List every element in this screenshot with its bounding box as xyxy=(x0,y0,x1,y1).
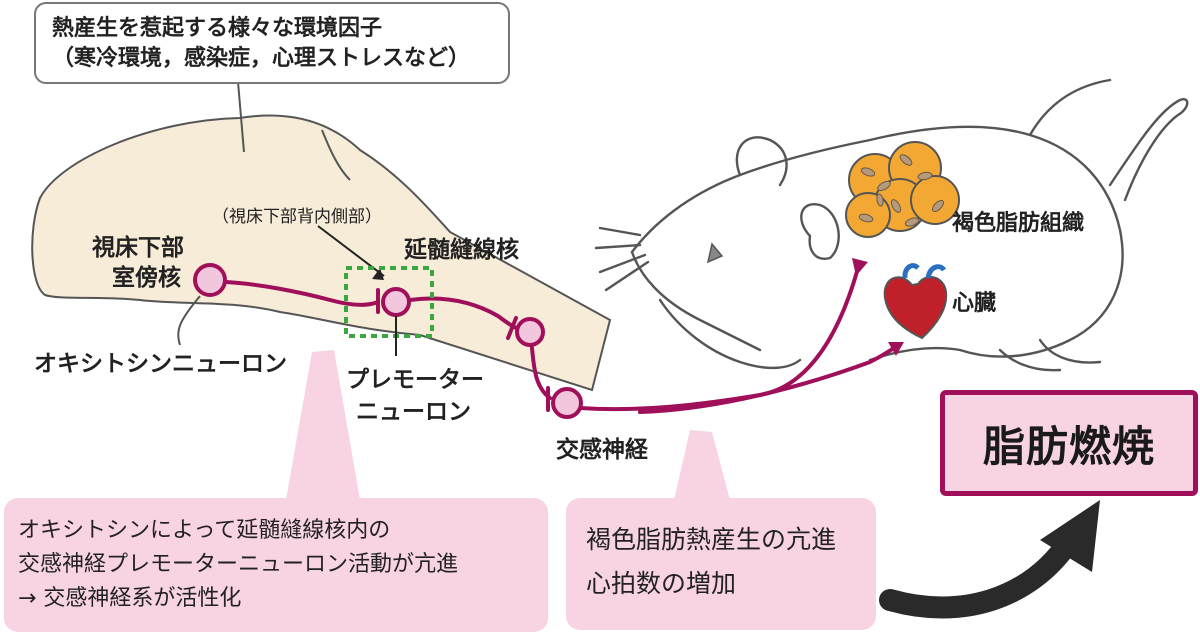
arrow-head-bat xyxy=(852,258,868,276)
neuron-pvn xyxy=(193,263,227,297)
left-bubble-tail xyxy=(286,350,360,500)
neuron-relay xyxy=(515,317,545,347)
premotor-label-line1: プレモーター xyxy=(346,367,484,393)
bat-label: 褐色脂肪組織 xyxy=(952,211,1085,236)
bat-droplets xyxy=(858,154,945,227)
neuron-pathway xyxy=(224,266,896,414)
bat-cluster xyxy=(845,141,960,238)
environment-factor-line2: （寒冷環境，感染症，心理ストレスなど） xyxy=(52,46,471,71)
fat-burning-text: 脂肪燃焼 xyxy=(982,421,1155,471)
oxytocin-effect-line1: オキシトシンによって延髄縫線核内の xyxy=(18,518,391,543)
mouse-nose xyxy=(706,242,724,264)
brain-silhouette xyxy=(31,114,612,392)
arrow-head-heart xyxy=(888,342,904,356)
pvn-label-line2: 室傍核 xyxy=(112,265,181,291)
raphe-label: 延髄縫線核 xyxy=(404,237,519,263)
dmh-label: （視床下部背内側部） xyxy=(212,207,382,227)
top-box-pointer xyxy=(237,81,245,153)
pvn-label-line1: 視床下部 xyxy=(92,235,184,261)
heart-label: 心臓 xyxy=(952,291,997,316)
big-arrow-head xyxy=(1040,500,1100,572)
synapse-bars xyxy=(376,288,550,412)
neuron-premotor xyxy=(381,287,411,317)
neuron-sympathetic xyxy=(551,387,583,419)
big-curved-arrow xyxy=(879,529,1081,619)
oxytocin-neuron-label: オキシトシンニューロン xyxy=(34,351,287,377)
middle-bubble-tail xyxy=(674,430,730,500)
oxytocin-effect-line2: 交感神経プレモーターニューロン活動が亢進 xyxy=(18,552,459,577)
oxytocin-effect-bubble: オキシトシンによって延髄縫線核内の 交感神経プレモーターニューロン活動が亢進 →… xyxy=(4,498,548,632)
thermogenesis-line2: 心拍数の増加 xyxy=(586,569,737,598)
environment-factor-box: 熱産生を惹起する様々な環境因子 （寒冷環境，感染症，心理ストレスなど） xyxy=(34,2,510,84)
environment-factor-line1: 熱産生を惹起する様々な環境因子 xyxy=(52,16,383,41)
brain-fold xyxy=(321,129,351,181)
fat-burning-box: 脂肪燃焼 xyxy=(940,390,1198,496)
heart-icon xyxy=(883,263,948,340)
thermogenesis-line1: 褐色脂肪熱産生の亢進 xyxy=(586,525,837,554)
sympathetic-nerve-label: 交感神経 xyxy=(556,437,648,463)
brain-fissure xyxy=(177,295,201,346)
oxytocin-effect-line3: → 交感神経系が活性化 xyxy=(18,586,242,611)
premotor-label-line2: ニューロン xyxy=(356,399,471,425)
dmh-pointer-head xyxy=(372,268,384,280)
thermogenesis-bubble: 褐色脂肪熱産生の亢進 心拍数の増加 xyxy=(566,498,876,630)
mouse-illustration xyxy=(594,78,1189,372)
